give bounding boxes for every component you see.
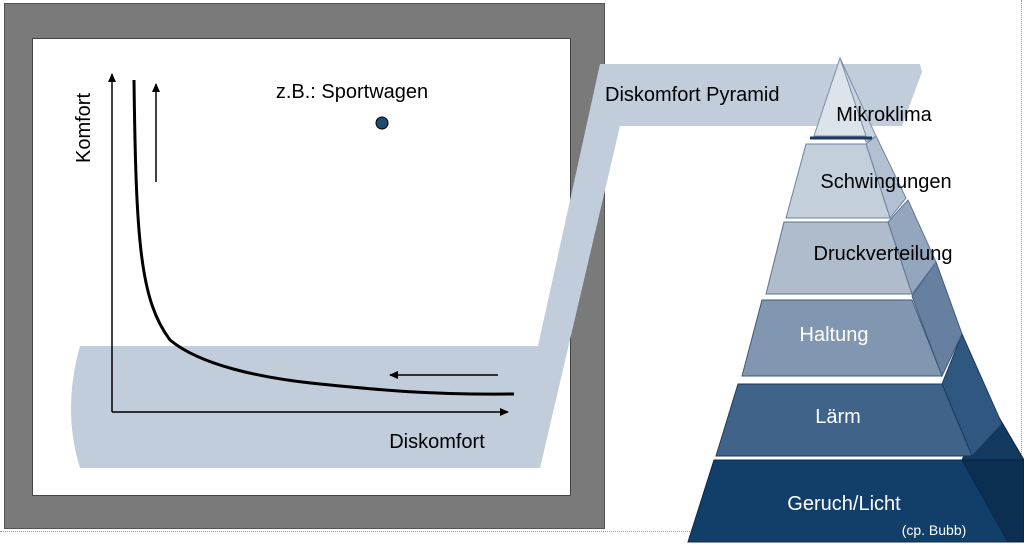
pyramid-label-laerm: Lärm [815,406,861,428]
pyramid-level-haltung [741,299,943,377]
pyramid-label-schwingungen: Schwingungen [820,171,951,193]
pyramid-label-haltung: Haltung [800,324,869,346]
pyramid-source-note: (cp. Bubb) [902,522,967,538]
pyramid-level-druckverteilung [765,221,913,295]
pyramid-label-geruch-licht: Geruch/Licht [787,493,901,515]
pyramid-level-laerm [715,383,973,457]
sportwagen-point [375,116,389,130]
pyramid-level-mikroklima [813,56,867,137]
pyramid-label-druckverteilung: Druckverteilung [814,243,953,265]
pyramid-label-mikroklima: Mikroklima [836,104,932,126]
x-axis-label: Diskomfort [389,431,485,453]
pyramid-level-schwingungen [785,143,891,219]
highlight-band [71,64,922,468]
y-axis-label: Komfort [73,93,95,163]
comfort-curve [132,79,515,396]
diskomfort-pyramid: Mikroklima Schwingungen Druckverteilung … [687,56,1024,543]
pyramid-level-geruch-licht [687,459,1009,543]
right-dotted-divider [1021,0,1022,540]
point-label: z.B.: Sportwagen [276,81,428,103]
callout-title: Diskomfort Pyramid [605,84,779,106]
bottom-dotted-divider [0,531,1024,532]
